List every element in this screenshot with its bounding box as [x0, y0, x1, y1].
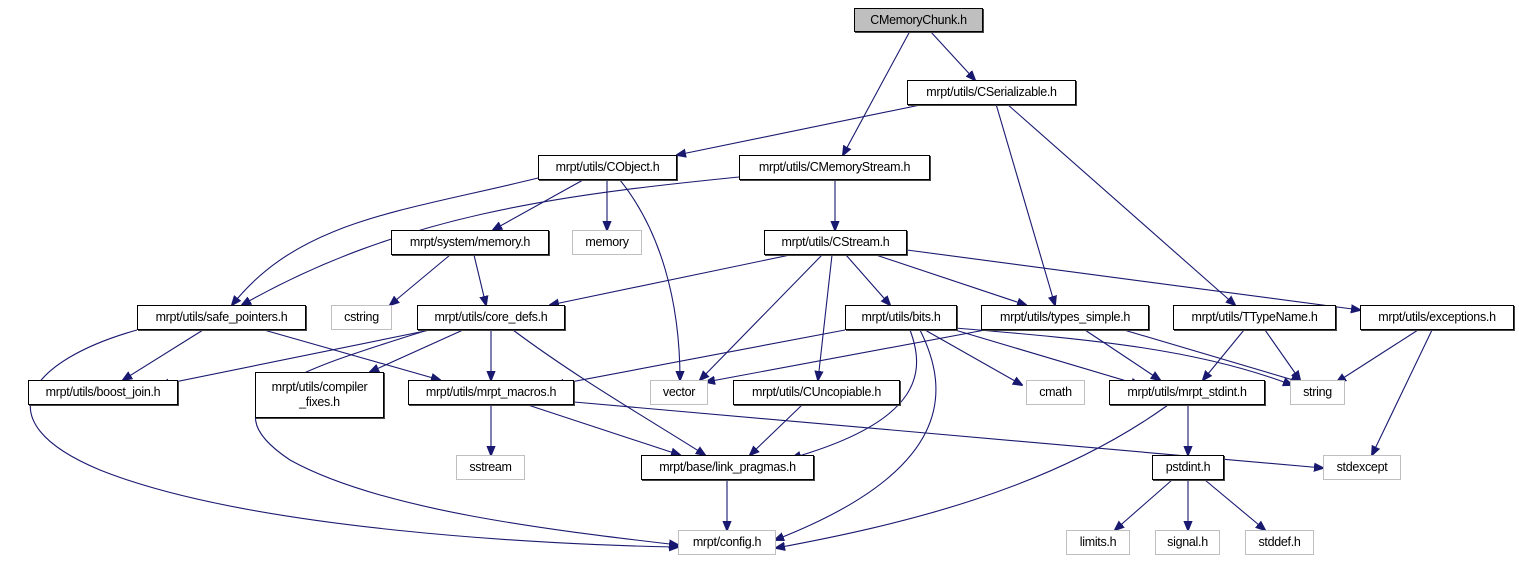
edge-mrpt-stdint-config	[776, 404, 1169, 548]
edge-chunk-cmemorystream	[843, 30, 911, 155]
edge-pstdint-stddef	[1204, 479, 1265, 530]
edge-bits-link-pragmas	[792, 329, 918, 458]
edge-core-defs-link-pragmas	[512, 329, 705, 455]
edge-bits-mrpt-stdint	[954, 329, 1140, 385]
node-stddef: stddef.h	[1245, 530, 1314, 555]
node-cuncopiable[interactable]: mrpt/utils/CUncopiable.h	[733, 380, 900, 405]
node-core-defs[interactable]: mrpt/utils/core_defs.h	[417, 305, 565, 330]
node-cmemorystream[interactable]: mrpt/utils/CMemoryStream.h	[739, 155, 930, 180]
edge-bits-cmath	[924, 329, 1022, 385]
node-link-pragmas[interactable]: mrpt/base/link_pragmas.h	[641, 455, 814, 480]
edge-cstream-exceptions	[906, 249, 1360, 310]
edge-cstream-cuncopiable	[818, 254, 833, 380]
node-pstdint[interactable]: pstdint.h	[1152, 455, 1224, 480]
edge-memory-h-core-defs	[473, 254, 486, 305]
edge-cobject-vector	[619, 179, 680, 380]
edge-memory-h-cstring	[390, 254, 451, 305]
node-sstream: sstream	[456, 455, 525, 480]
node-cmemorychunk[interactable]: CMemoryChunk.h	[854, 8, 983, 32]
edge-safe-pointers-config	[29, 329, 678, 547]
edge-mrpt-macros-link-pragmas	[527, 404, 680, 455]
node-safe-pointers[interactable]: mrpt/utils/safe_pointers.h	[137, 305, 306, 330]
node-string: string	[1290, 380, 1345, 405]
node-memory: memory	[572, 230, 642, 255]
node-cstring: cstring	[331, 305, 392, 330]
node-vector: vector	[650, 380, 708, 405]
edge-cmemorystream-safe-pointers	[242, 176, 740, 305]
node-system-memory[interactable]: mrpt/system/memory.h	[391, 230, 549, 255]
node-exceptions[interactable]: mrpt/utils/exceptions.h	[1360, 305, 1514, 330]
node-cstream[interactable]: mrpt/utils/CStream.h	[764, 230, 907, 255]
edge-pstdint-limits	[1115, 479, 1173, 530]
edge-core-defs-compiler-fixes	[370, 329, 464, 372]
node-mrpt-macros[interactable]: mrpt/utils/mrpt_macros.h	[408, 380, 574, 405]
node-types-simple[interactable]: mrpt/utils/types_simple.h	[981, 305, 1149, 330]
node-bits[interactable]: mrpt/utils/bits.h	[845, 305, 957, 330]
edge-cstream-bits	[845, 254, 890, 305]
edge-cserializable-cobject	[677, 103, 926, 155]
node-signal: signal.h	[1155, 530, 1220, 555]
edge-cstream-types-simple	[875, 254, 1026, 305]
edge-core-defs-boost-join	[160, 329, 431, 385]
edge-cobject-safe-pointers	[232, 177, 539, 305]
node-mrpt-stdint[interactable]: mrpt/utils/mrpt_stdint.h	[1109, 380, 1265, 405]
node-cobject[interactable]: mrpt/utils/CObject.h	[538, 155, 677, 180]
edge-core-defs-config	[254, 329, 678, 545]
node-config: mrpt/config.h	[678, 530, 776, 555]
node-ttypename[interactable]: mrpt/utils/TTypeName.h	[1173, 305, 1336, 330]
edge-ttypename-string	[1264, 329, 1300, 380]
edge-bits-config	[775, 329, 937, 540]
edge-chunk-cserializable	[929, 30, 975, 80]
edge-types-simple-vector	[706, 329, 986, 382]
edge-cstream-core-defs	[550, 254, 791, 305]
node-cserializable[interactable]: mrpt/utils/CSerializable.h	[907, 80, 1076, 105]
edge-cuncopiable-link-pragmas	[750, 404, 803, 455]
edge-cobject-memory-h	[493, 179, 584, 230]
node-stdexcept: stdexcept	[1323, 455, 1401, 480]
node-compiler-fixes[interactable]: mrpt/utils/compiler _fixes.h	[255, 372, 384, 418]
edge-types-simple-string	[1123, 329, 1300, 382]
edge-cserializable-types-simple	[995, 103, 1055, 305]
edge-types-simple-mrpt-stdint	[1084, 329, 1160, 380]
node-boost-join[interactable]: mrpt/utils/boost_join.h	[28, 380, 178, 405]
edge-bits-mrpt-macros	[555, 329, 846, 385]
edge-cserializable-ttypename	[1006, 103, 1235, 305]
edge-cstream-vector	[700, 254, 823, 380]
edge-safe-pointers-boost-join	[123, 329, 204, 380]
edge-ttypename-mrpt-stdint	[1203, 329, 1245, 380]
edge-bits-string	[954, 327, 1292, 385]
edge-exceptions-stdexcept	[1372, 329, 1433, 455]
edge-exceptions-string	[1337, 329, 1419, 382]
node-cmath: cmath	[1026, 380, 1085, 405]
node-limits: limits.h	[1066, 530, 1130, 555]
